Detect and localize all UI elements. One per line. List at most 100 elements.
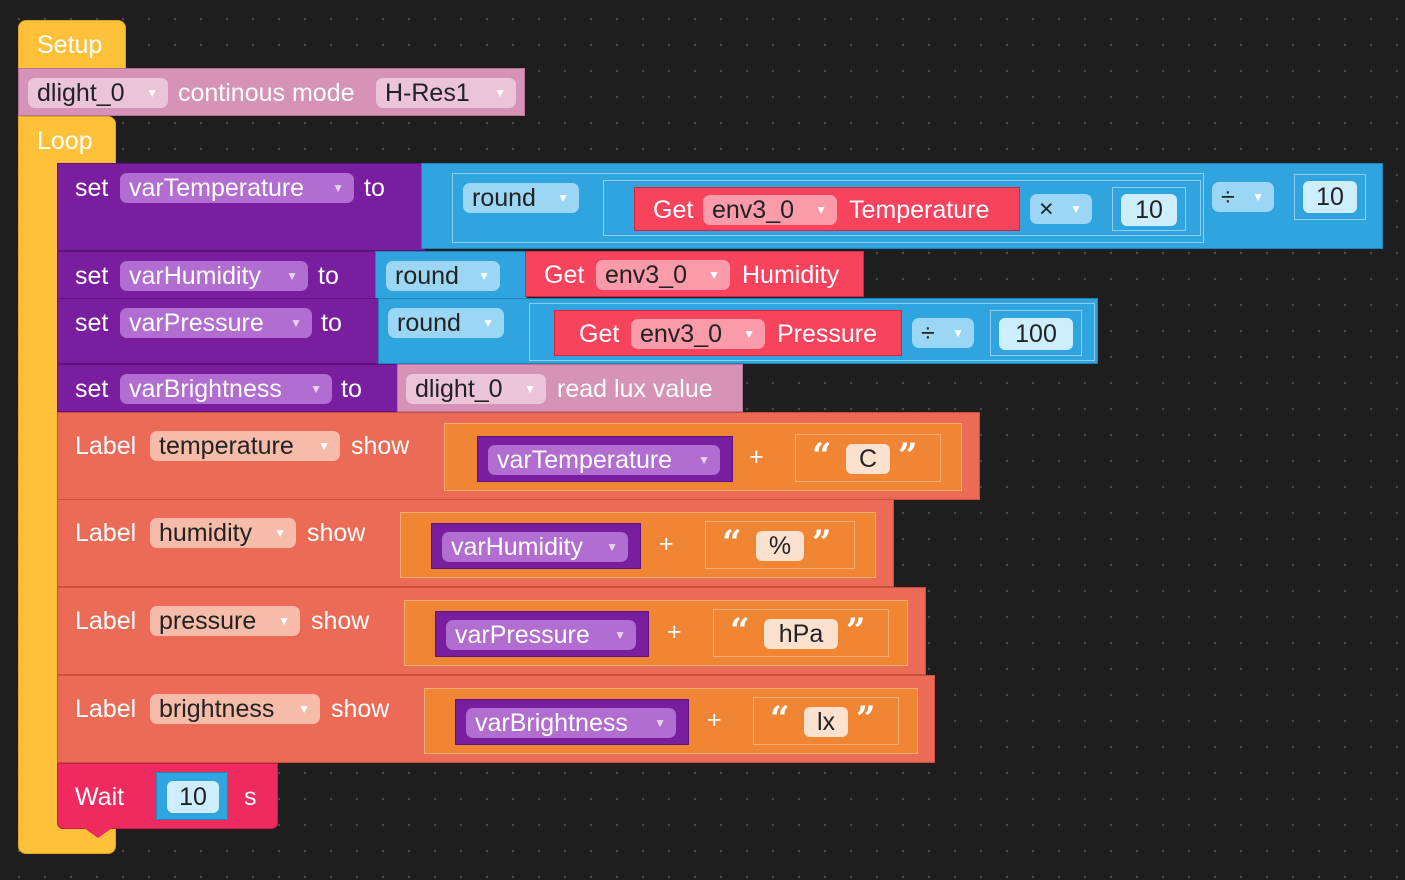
plus-operator: +: [659, 530, 674, 558]
close-quote-icon: ”: [846, 611, 866, 651]
get-env-pressure-block[interactable]: Get env3_0▼ Pressure: [554, 310, 902, 356]
plus-operator: +: [707, 706, 722, 734]
mode-dropdown[interactable]: H-Res1▼: [376, 78, 516, 108]
label-name-dropdown[interactable]: humidity▼: [150, 518, 296, 548]
open-quote-icon: “: [770, 699, 790, 739]
loop-block[interactable]: Loop: [18, 116, 116, 164]
continuous-mode-text: continous mode: [178, 79, 355, 107]
round-dropdown[interactable]: round▼: [463, 183, 579, 213]
show-keyword: show: [331, 695, 390, 723]
set-keyword: set: [75, 309, 109, 337]
close-quote-icon: ”: [898, 436, 918, 476]
variable-getter-block[interactable]: varBrightness▼: [455, 699, 689, 745]
env-sensor-dropdown[interactable]: env3_0▼: [596, 260, 730, 290]
label-keyword: Label: [75, 519, 137, 547]
label-name-dropdown[interactable]: temperature▼: [150, 431, 340, 461]
to-keyword: to: [341, 375, 362, 403]
text-value-field[interactable]: C: [846, 444, 890, 474]
setup-label: Setup: [37, 31, 103, 59]
round-dropdown[interactable]: round▼: [388, 308, 504, 338]
wait-bottom-notch: [84, 828, 112, 838]
math-multiply-block[interactable]: Get env3_0▼ Temperature ×▼ 10: [603, 180, 1201, 236]
label-show-temperature-block[interactable]: Label temperature▼ show varTemperature▼ …: [57, 412, 980, 500]
text-join-block[interactable]: varHumidity▼ + “ % ”: [400, 512, 876, 578]
math-divide-temperature-block[interactable]: round▼ Get env3_0▼ Temperature ×▼ 10 ÷▼ …: [421, 163, 1383, 249]
text-string-block[interactable]: “ lx ”: [753, 697, 899, 745]
get-keyword: Get: [579, 320, 620, 348]
round-pressure-block[interactable]: round▼ Get env3_0▼ Pressure ÷▼ 100: [378, 298, 1098, 364]
round-dropdown[interactable]: round▼: [386, 261, 500, 291]
text-value-field[interactable]: hPa: [764, 619, 838, 649]
label-name-dropdown[interactable]: brightness▼: [150, 694, 320, 724]
variable-getter-block[interactable]: varPressure▼: [435, 611, 649, 657]
label-show-humidity-block[interactable]: Label humidity▼ show varHumidity▼ + “ % …: [57, 499, 894, 587]
plus-operator: +: [667, 618, 682, 646]
set-keyword: set: [75, 262, 109, 290]
text-join-block[interactable]: varPressure▼ + “ hPa ”: [404, 600, 908, 666]
label-keyword: Label: [75, 432, 137, 460]
label-show-brightness-block[interactable]: Label brightness▼ show varBrightness▼ + …: [57, 675, 935, 763]
dlight-read-lux-block[interactable]: dlight_0▼ read lux value: [397, 364, 743, 412]
text-string-block[interactable]: “ % ”: [705, 521, 855, 569]
close-quote-icon: ”: [856, 699, 876, 739]
text-value-field[interactable]: lx: [804, 707, 848, 737]
divide-value-field[interactable]: 100: [999, 318, 1073, 350]
read-lux-text: read lux value: [557, 375, 713, 403]
number-block-10b[interactable]: 10: [1294, 174, 1366, 220]
show-keyword: show: [311, 607, 370, 635]
setup-block[interactable]: Setup: [18, 20, 126, 72]
to-keyword: to: [364, 174, 385, 202]
number-block-100[interactable]: 100: [990, 310, 1082, 356]
var-temperature-dropdown[interactable]: varTemperature▼: [120, 173, 354, 203]
dlight-sensor-dropdown[interactable]: dlight_0▼: [28, 78, 168, 108]
variable-dropdown[interactable]: varHumidity▼: [442, 532, 628, 562]
env-sensor-dropdown[interactable]: env3_0▼: [631, 319, 765, 349]
wait-value-field[interactable]: 10: [167, 781, 219, 813]
open-quote-icon: “: [812, 436, 832, 476]
number-block-10[interactable]: 10: [1112, 187, 1186, 231]
set-var-temperature-block[interactable]: set varTemperature▼ to: [57, 163, 425, 251]
set-var-humidity-block[interactable]: set varHumidity▼ to: [57, 251, 379, 299]
temperature-property: Temperature: [849, 196, 990, 224]
text-string-block[interactable]: “ C ”: [795, 434, 941, 482]
variable-dropdown[interactable]: varTemperature▼: [488, 445, 720, 475]
text-value-field[interactable]: %: [756, 531, 804, 561]
wait-block[interactable]: Wait 10 s: [57, 763, 278, 829]
var-pressure-dropdown[interactable]: varPressure▼: [120, 308, 312, 338]
set-var-brightness-block[interactable]: set varBrightness▼ to: [57, 364, 401, 412]
to-keyword: to: [321, 309, 342, 337]
label-name-dropdown[interactable]: pressure▼: [150, 606, 300, 636]
divide-value-field[interactable]: 10: [1303, 181, 1357, 213]
get-keyword: Get: [653, 196, 694, 224]
text-join-block[interactable]: varTemperature▼ + “ C ”: [444, 423, 962, 491]
loop-label: Loop: [37, 127, 93, 155]
variable-dropdown[interactable]: varBrightness▼: [466, 708, 676, 738]
variable-getter-block[interactable]: varTemperature▼: [477, 436, 733, 482]
show-keyword: show: [307, 519, 366, 547]
divide-operator-dropdown[interactable]: ÷▼: [912, 318, 974, 348]
text-join-block[interactable]: varBrightness▼ + “ lx ”: [424, 688, 918, 754]
open-quote-icon: “: [730, 611, 750, 651]
round-temperature-block[interactable]: round▼ Get env3_0▼ Temperature ×▼ 10: [452, 173, 1204, 243]
multiply-operator-dropdown[interactable]: ×▼: [1030, 194, 1092, 224]
math-divide-pressure-block[interactable]: Get env3_0▼ Pressure ÷▼ 100: [529, 303, 1095, 361]
set-keyword: set: [75, 375, 109, 403]
variable-dropdown[interactable]: varPressure▼: [446, 620, 636, 650]
dlight-continuous-mode-block[interactable]: dlight_0▼ continous mode H-Res1▼: [18, 68, 525, 116]
set-var-pressure-block[interactable]: set varPressure▼ to: [57, 298, 382, 364]
var-humidity-dropdown[interactable]: varHumidity▼: [120, 261, 308, 291]
dlight-sensor-dropdown[interactable]: dlight_0▼: [406, 374, 546, 404]
number-block-wait[interactable]: 10: [156, 772, 228, 820]
label-show-pressure-block[interactable]: Label pressure▼ show varPressure▼ + “ hP…: [57, 587, 926, 675]
get-env-temperature-block[interactable]: Get env3_0▼ Temperature: [634, 187, 1020, 231]
get-env-humidity-block[interactable]: Get env3_0▼ Humidity: [525, 251, 864, 297]
divide-operator-dropdown[interactable]: ÷▼: [1212, 182, 1274, 212]
close-quote-icon: ”: [812, 523, 832, 563]
variable-getter-block[interactable]: varHumidity▼: [431, 523, 641, 569]
text-string-block[interactable]: “ hPa ”: [713, 609, 889, 657]
env-sensor-dropdown[interactable]: env3_0▼: [703, 195, 837, 225]
humidity-property: Humidity: [742, 261, 840, 289]
round-humidity-block[interactable]: round▼: [375, 251, 527, 299]
var-brightness-dropdown[interactable]: varBrightness▼: [120, 374, 332, 404]
multiply-value-field[interactable]: 10: [1121, 194, 1177, 226]
